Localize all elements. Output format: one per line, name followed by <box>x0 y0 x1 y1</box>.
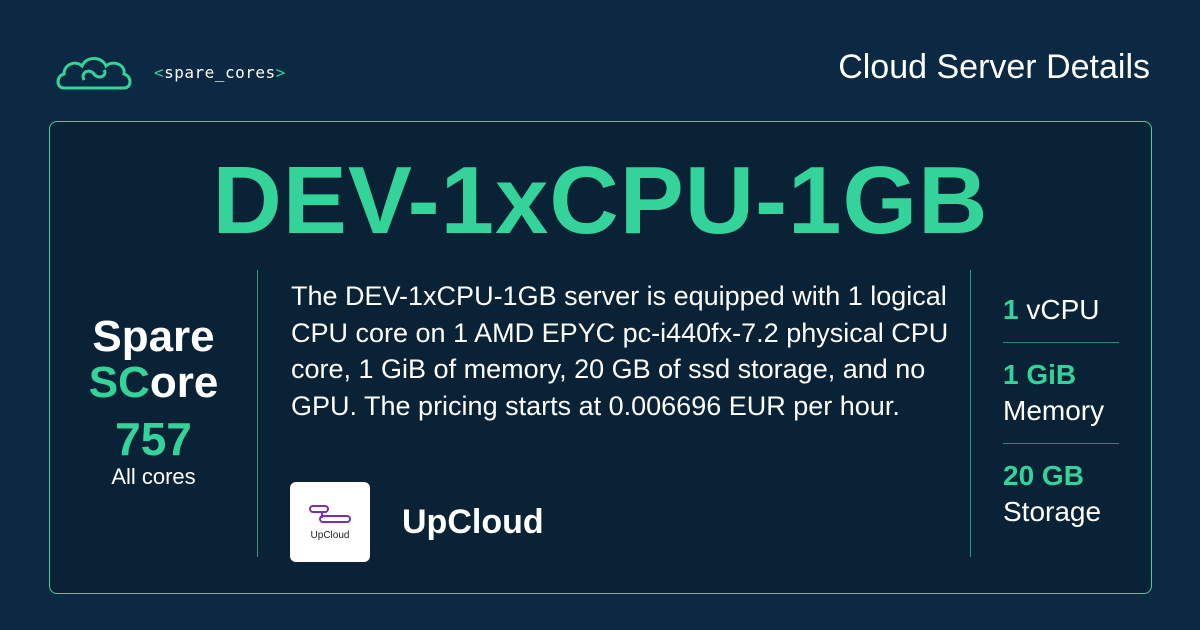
spec-cpu-unit: vCPU <box>1026 294 1100 325</box>
right-divider <box>970 270 971 557</box>
score-title-line2: SCore <box>50 360 257 406</box>
vendor[interactable]: UpCloud UpCloud <box>290 482 544 562</box>
server-description: The DEV-1xCPU-1GB server is equipped wit… <box>291 281 949 421</box>
page-title: Cloud Server Details <box>838 48 1150 86</box>
brand-name: <spare_cores> <box>154 63 286 82</box>
vendor-logo: UpCloud <box>290 482 370 562</box>
brand-name-text: spare_cores <box>164 62 276 82</box>
vendor-name: UpCloud <box>402 502 544 541</box>
spec-storage: 20 GB Storage <box>1003 458 1119 530</box>
brand-bracket-open: < <box>154 62 165 82</box>
spare-score-panel: Spare SCore 757 All cores <box>50 314 257 490</box>
score-title-accent: SC <box>88 358 150 407</box>
score-title: Spare SCore <box>50 314 257 406</box>
spec-memory-unit: Memory <box>1003 395 1105 426</box>
spec-memory-value: 1 GiB <box>1003 359 1077 390</box>
server-name: DEV-1xCPU-1GB <box>212 147 989 254</box>
upcloud-logo-icon <box>309 504 351 523</box>
server-card: DEV-1xCPU-1GB Spare SCore 757 All cores … <box>49 121 1152 594</box>
brand-bracket-close: > <box>275 62 286 82</box>
score-label: All cores <box>111 464 196 489</box>
spec-separator <box>1003 443 1119 444</box>
spec-cpu-value: 1 <box>1003 294 1019 325</box>
spec-list: 1 vCPU 1 GiB Memory 20 GB Storage <box>1003 292 1119 530</box>
vendor-logo-text: UpCloud <box>310 529 350 541</box>
spec-storage-value: 20 GB <box>1003 460 1084 491</box>
spec-memory: 1 GiB Memory <box>1003 357 1119 429</box>
spec-cpu: 1 vCPU <box>1003 292 1119 328</box>
left-divider <box>257 270 258 557</box>
spec-storage-unit: Storage <box>1003 496 1102 527</box>
spec-separator <box>1003 342 1119 343</box>
cloud-logo-icon <box>56 57 132 90</box>
brand-logo[interactable]: <spare_cores> <box>54 52 286 92</box>
score-value: 757 <box>115 413 192 465</box>
score-title-rest: ore <box>149 358 219 407</box>
score-title-line1: Spare <box>92 312 215 361</box>
